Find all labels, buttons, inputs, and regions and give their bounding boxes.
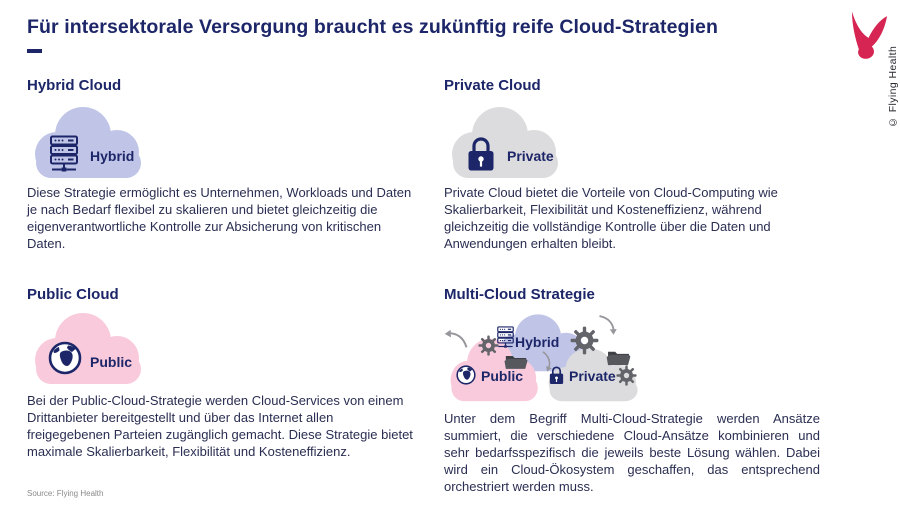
cloud-label: Private	[507, 148, 554, 164]
curved-arrow-icon	[597, 315, 619, 336]
cloud-shape-icon	[35, 313, 141, 384]
lock-icon	[549, 366, 564, 385]
title-underline-dash	[27, 49, 42, 53]
cloud-label: Public	[481, 368, 524, 384]
section-description: Unter dem Begriff Multi-Cloud-Strategie …	[444, 411, 820, 494]
cloud-shape-icon	[35, 107, 141, 178]
gear-icon	[616, 365, 637, 386]
globe-icon	[456, 365, 476, 385]
source-note: Source: Flying Health	[27, 489, 104, 498]
globe-icon	[48, 341, 82, 375]
cloud-label: Private	[569, 368, 616, 384]
server-icon	[497, 326, 514, 348]
lock-icon	[466, 137, 496, 172]
curved-arrow-icon	[443, 326, 468, 352]
public-cloud-graphic: Public	[27, 310, 151, 385]
server-icon	[50, 135, 78, 172]
flying-health-bird-logo-icon	[851, 11, 888, 59]
section-multi-cloud: Multi-Cloud Strategie	[443, 286, 824, 495]
section-private-cloud: Private Cloud Private Private Cloud biet…	[444, 77, 824, 252]
section-heading: Private Cloud	[444, 77, 541, 94]
cloud-shape-icon	[452, 107, 558, 178]
hybrid-cloud-graphic: Hybrid	[27, 104, 151, 179]
private-cloud-graphic: Private	[444, 104, 568, 179]
section-heading: Public Cloud	[27, 286, 119, 303]
cloud-label: Hybrid	[90, 148, 135, 164]
section-heading: Multi-Cloud Strategie	[444, 286, 595, 303]
cloud-label: Public	[90, 354, 133, 370]
section-public-cloud: Public Cloud Public Bei der Public-Cloud…	[27, 286, 429, 460]
copyright-vertical-text: © Flying Health	[887, 45, 899, 128]
multi-cloud-graphic: Hybrid Public Private	[443, 308, 674, 404]
section-hybrid-cloud: Hybrid Cloud Hybrid Diese Strategie ermö…	[27, 77, 429, 252]
section-heading: Hybrid Cloud	[27, 77, 122, 94]
section-description: Private Cloud bietet die Vorteile von Cl…	[444, 185, 778, 251]
page-title: Für intersektorale Versorgung braucht es…	[27, 16, 718, 38]
section-description: Bei der Public-Cloud-Strategie werden Cl…	[27, 393, 413, 459]
cloud-label: Hybrid	[515, 334, 560, 350]
section-description: Diese Strategie ermöglicht es Unternehme…	[27, 185, 412, 251]
